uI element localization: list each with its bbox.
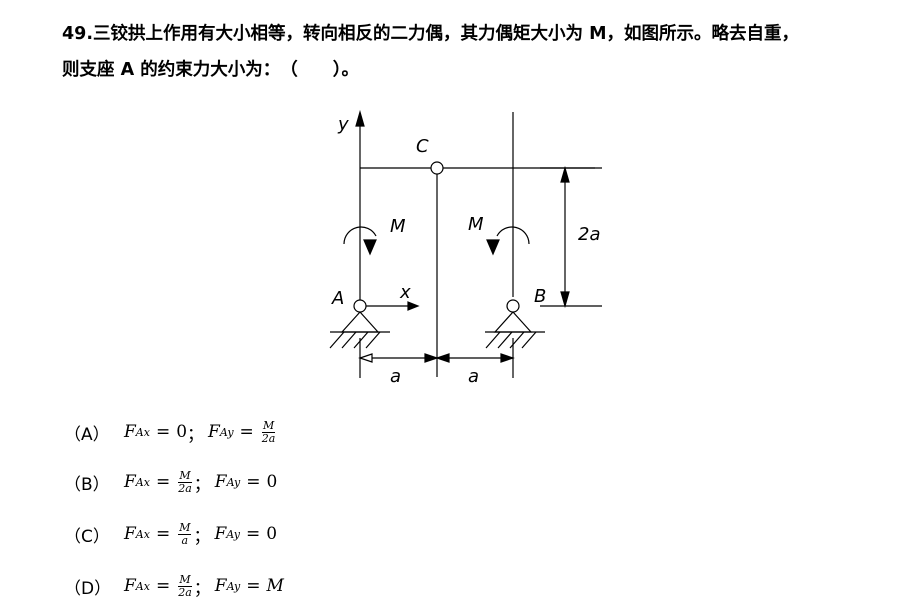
question-line-1: 49.三铰拱上作用有大小相等，转向相反的二力偶，其力偶矩大小为 M，如图所示。略… — [62, 16, 892, 52]
option-a-fax: 0 — [176, 422, 188, 442]
question-number: 49. — [62, 24, 94, 44]
arch-diagram: y C M M 2a A x B a a — [329, 109, 602, 387]
three-hinged-arch-figure: y C M M 2a A x B a a — [310, 102, 630, 392]
label-moment-right: M — [468, 214, 484, 235]
question-text: 49.三铰拱上作用有大小相等，转向相反的二力偶，其力偶矩大小为 M，如图所示。略… — [62, 16, 892, 88]
support-b-triangle — [493, 311, 533, 333]
question-line-2: 则支座 A 的约束力大小为： （ ）。 — [62, 60, 359, 80]
moment-left-arc — [343, 226, 377, 245]
label-c: C — [416, 136, 429, 157]
support-a-triangle — [340, 311, 380, 333]
option-c-label: （C） — [64, 526, 110, 547]
x-axis-arrow — [407, 301, 420, 311]
label-a: A — [331, 288, 344, 309]
option-d-label: （D） — [64, 578, 112, 599]
label-b: B — [534, 286, 546, 307]
hinge-b — [506, 299, 520, 313]
label-dim-a-left: a — [390, 366, 401, 387]
option-b-label: （B） — [64, 474, 110, 495]
label-2a: 2a — [578, 224, 600, 245]
label-moment-left: M — [390, 216, 406, 237]
label-x: x — [399, 282, 411, 303]
label-y: y — [337, 114, 349, 135]
option-c-fay: 0 — [266, 524, 278, 544]
moment-right-arc — [496, 226, 530, 245]
option-d-fay: M — [266, 576, 284, 596]
option-a-label: （A） — [64, 424, 110, 445]
question-stem-1: 三铰拱上作用有大小相等，转向相反的二力偶，其力偶矩大小为 M，如图所示。略去自重… — [93, 24, 800, 44]
y-axis-arrow — [355, 109, 365, 127]
option-b-fay: 0 — [266, 472, 278, 492]
hinge-a — [353, 299, 367, 313]
label-dim-a-right: a — [468, 366, 479, 387]
hinge-c — [430, 161, 444, 175]
